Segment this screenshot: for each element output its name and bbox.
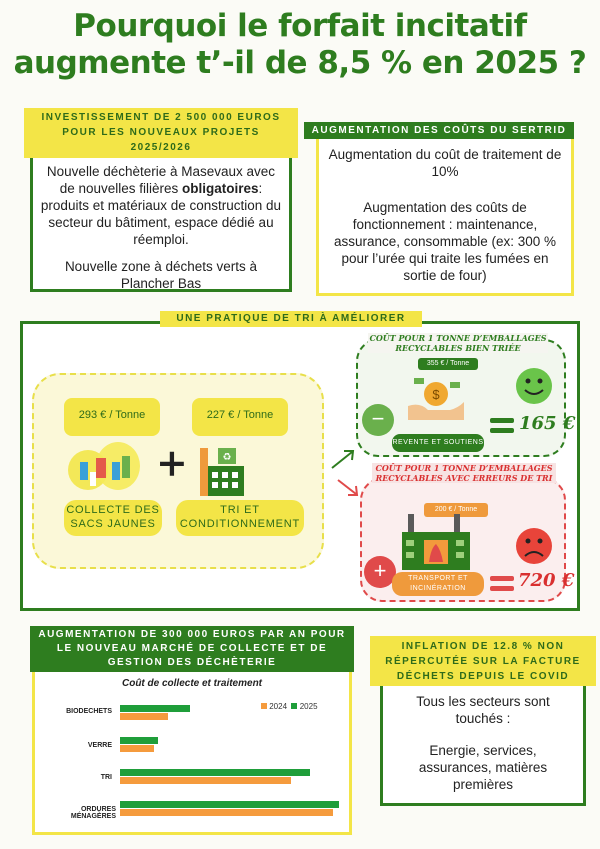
good-title: Coût pour 1 tonne d’emballages recyclabl… [368,333,548,353]
label-collecte: Collecte des sacs jaunes [64,500,162,536]
arrow-good-icon [331,450,355,469]
invest-tag: Investissement de 2 500 000 euros pour l… [24,108,298,158]
tri-tag: Une pratique de tri à améliorer [160,311,422,327]
sertrid-text-2: Augmentation des coûts de fonctionnement… [333,200,557,283]
recycling-plant-icon: ♻ [200,448,244,496]
sertrid-box [316,131,574,296]
yellow-bags-icon [68,442,140,490]
bar-tri-2025 [120,769,310,776]
invest-text-a: Nouvelle déchèterie à Masevaux avec de n… [46,164,276,196]
equals-bad-icon [490,574,514,594]
bad-price: 200 € / Tonne [424,503,488,517]
equals-good-icon [490,416,514,436]
arrow-bad-icon [337,479,359,496]
money-hand-icon: $ [408,378,464,420]
legend-2024: 2024 [269,702,288,711]
minus-badge: − [362,404,394,436]
bad-pill: Transport et incinération [392,572,484,596]
inflation-text-1: Tous les secteurs sont touchés : [416,694,550,726]
plus-operator: + [156,440,188,485]
bar-biodechets-2025 [120,705,191,712]
bar-ordures-2025 [120,801,339,808]
category-label-verre: VERRE [87,742,112,749]
bar-verre-2025 [120,737,158,744]
incinerator-icon [402,514,470,570]
cost-chart: 2024 2025 BIODECHETS VERRE TRI ORDURES M… [36,692,348,830]
legend-swatch-2025 [291,703,298,709]
collect-tag: Augmentation de 300 000 euros par an pou… [30,626,354,672]
inflation-tag: Inflation de 12.8 % non répercutée sur l… [370,636,596,686]
bar-ordures-2024 [120,809,333,816]
category-label-ordures: ORDURES MÉNAGÈRES [70,806,116,820]
bad-title: Coût pour 1 tonne d’emballages recyclabl… [372,463,556,483]
sad-face-icon [516,528,552,564]
chart-title: Coût de collecte et traitement [121,678,263,689]
invest-text-bold: obligatoires [182,181,259,196]
svg-text:$: $ [432,387,440,402]
invest-text-c: : produits et matériaux de construction … [40,181,282,247]
sertrid-tag: Augmentation des coûts du Sertrid [304,122,574,139]
bar-verre-2024 [120,745,155,752]
legend-2025: 2025 [299,702,318,711]
good-total: 165 € [519,413,576,434]
inflation-text-2: Energie, services, assurances, matières … [418,743,548,792]
plus-badge: + [364,556,396,588]
legend-swatch-2024 [261,703,267,709]
svg-text:♻: ♻ [223,452,232,463]
price-tri: 227 € / Tonne [192,398,288,436]
title-line-1: Pourquoi le forfait incitatif [73,8,527,44]
minus-sign: − [371,406,385,431]
plus-sign: + [373,558,387,583]
invest-text-2: Nouvelle zone à déchets verts à Plancher… [64,259,258,291]
price-collecte: 293 € / Tonne [64,398,160,436]
invest-text: Nouvelle déchèterie à Masevaux avec de n… [38,163,284,248]
title-line-2: augmente t’-il de 8,5 % en 2025 ? [13,45,587,81]
category-label-biodechets: BIODECHETS [66,708,112,715]
good-price: 355 € / Tonne [418,358,478,370]
bar-tri-2024 [120,777,291,784]
sertrid-text-1: Augmentation du coût de traitement de 10… [328,147,562,179]
good-pill: Revente et soutiens [392,434,484,452]
bad-total: 720 € [518,570,575,591]
bar-biodechets-2024 [120,713,168,720]
chart-legend: 2024 2025 [261,702,318,711]
label-tri: Tri et conditionnement [176,500,304,536]
happy-face-icon [516,368,552,404]
category-label-tri: TRI [100,774,112,781]
page-title: Pourquoi le forfait incitatif augmente t… [0,8,600,82]
